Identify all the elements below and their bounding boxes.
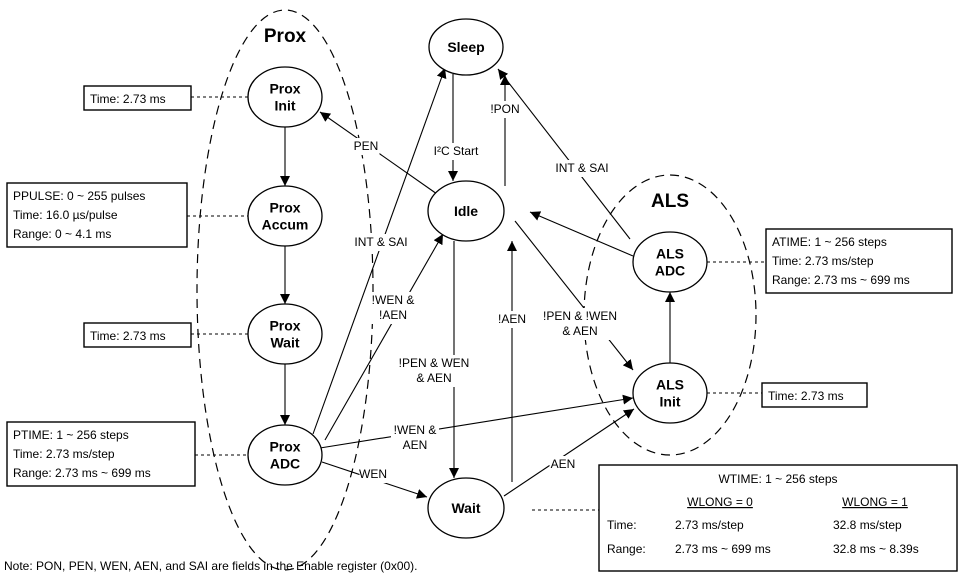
transition-label: PEN [354,139,379,153]
edge-prox-adc-to-als-init: !WEN &AEN [319,394,634,454]
wait-box-cell: 2.73 ms/step [675,518,744,532]
als-group-title: ALS [651,191,689,212]
transition-label: !AEN [498,312,526,326]
als-group-ellipse [583,174,757,456]
state-node-label: ALS [656,377,684,393]
info-box-als-init-time: Time: 2.73 ms [761,382,868,408]
state-node-label: ADC [270,456,300,472]
leaders-layer [187,96,766,456]
state-node-label: Prox [269,81,300,97]
info-box-line: Range: 2.73 ms ~ 699 ms [772,273,910,287]
info-box-line: Time: 2.73 ms/step [13,447,115,461]
state-node-label: ALS [656,246,684,262]
transition-arrow [319,394,634,449]
wait-box-row-label: Time: [607,518,637,532]
transition-arrow [529,211,634,257]
wait-box-cell: 2.73 ms ~ 699 ms [675,542,771,556]
edge-prox-adc-to-wait: WEN [321,461,428,499]
transition-label: !PEN & WEN [399,356,470,370]
state-node-label: Wait [451,500,480,516]
info-box-line: Time: 16.0 µs/pulse [13,208,118,222]
info-box-line: PPULSE: 0 ~ 255 pulses [13,189,145,203]
transition-label: !WEN & [372,293,415,307]
transition-label: !AEN [379,308,407,322]
state-node-label: Init [660,394,681,410]
state-node-label: Accum [262,217,309,233]
footnote: Note: PON, PEN, WEN, AEN, and SAI are fi… [4,559,418,573]
transition-arrow [503,408,635,497]
wait-box-title: WTIME: 1 ~ 256 steps [718,472,837,486]
edge-prox-adc-to-sleep: INT & SAI [312,67,447,435]
info-box-line: Time: 2.73 ms [768,389,844,403]
state-node-label: Wait [270,335,299,351]
transition-label: & AEN [416,371,451,385]
wait-box-row-label: Range: [607,542,646,556]
edge-sleep-to-idle: I²C Start [421,74,491,181]
transition-label: INT & SAI [555,161,608,175]
info-box-line: Range: 2.73 ms ~ 699 ms [13,466,151,480]
state-node-label: Init [275,98,296,114]
wait-box-cell: 32.8 ms/step [833,518,902,532]
state-node-label: Idle [454,203,478,219]
wait-box-col1-header: WLONG = 1 [842,495,908,509]
state-node-wait: Wait [427,477,505,539]
edge-wait-to-als-init: AEN [503,408,635,497]
edge-idle-to-als-init: !PEN & !WEN& AEN [514,220,634,371]
info-box-line: ATIME: 1 ~ 256 steps [772,235,887,249]
transition-label: !PEN & !WEN [543,309,617,323]
transition-arrow [324,233,444,441]
transition-label: !WEN & [394,423,437,437]
state-node-label: Prox [269,439,300,455]
transition-label: WEN [359,467,387,481]
info-box-line: Range: 0 ~ 4.1 ms [13,227,111,241]
state-node-label: Sleep [447,39,484,55]
transition-arrow [514,220,634,371]
edge-wait-to-idle: !AEN [495,241,529,482]
transition-label: !PON [490,102,519,116]
edge-prox-adc-to-idle: !WEN &!AEN [324,233,444,441]
edge-als-adc-to-idle [529,211,634,257]
edge-als-adc-to-sleep: INT & SAI [497,68,631,240]
nodes-layer: SleepIdleWaitProxInitProxAccumProxWaitPr… [247,18,708,539]
wait-box-cell: 32.8 ms ~ 8.39s [833,542,919,556]
state-node-label: ADC [655,263,685,279]
edge-idle-to-prox-init: PEN [319,111,438,195]
prox-group-title: Prox [264,26,307,47]
edge-idle-to-sleep: !PON [488,75,522,186]
transition-label: & AEN [562,324,597,338]
info-box-line: Time: 2.73 ms/step [772,254,874,268]
info-box-line: PTIME: 1 ~ 256 steps [13,428,129,442]
transition-label: AEN [551,457,576,471]
transition-arrow [497,68,631,240]
info-box-prox-wait-time: Time: 2.73 ms [83,322,192,348]
transition-label: AEN [403,438,428,452]
state-node-sleep: Sleep [428,18,504,76]
info-box-line: Time: 2.73 ms [90,329,166,343]
transition-label: I²C Start [434,144,479,158]
wait-timing-box: WTIME: 1 ~ 256 steps WLONG = 0 WLONG = 1… [598,464,958,572]
state-node-label: Prox [269,200,300,216]
info-box-prox-init-time: Time: 2.73 ms [83,85,192,111]
state-node-idle: Idle [427,180,505,242]
state-node-label: Prox [269,318,300,334]
wait-box-col0-header: WLONG = 0 [687,495,753,509]
info-box-line: Time: 2.73 ms [90,92,166,106]
edge-idle-to-wait: !PEN & WEN& AEN [396,241,472,478]
prox-group-ellipse [196,9,374,571]
transition-label: INT & SAI [354,235,407,249]
